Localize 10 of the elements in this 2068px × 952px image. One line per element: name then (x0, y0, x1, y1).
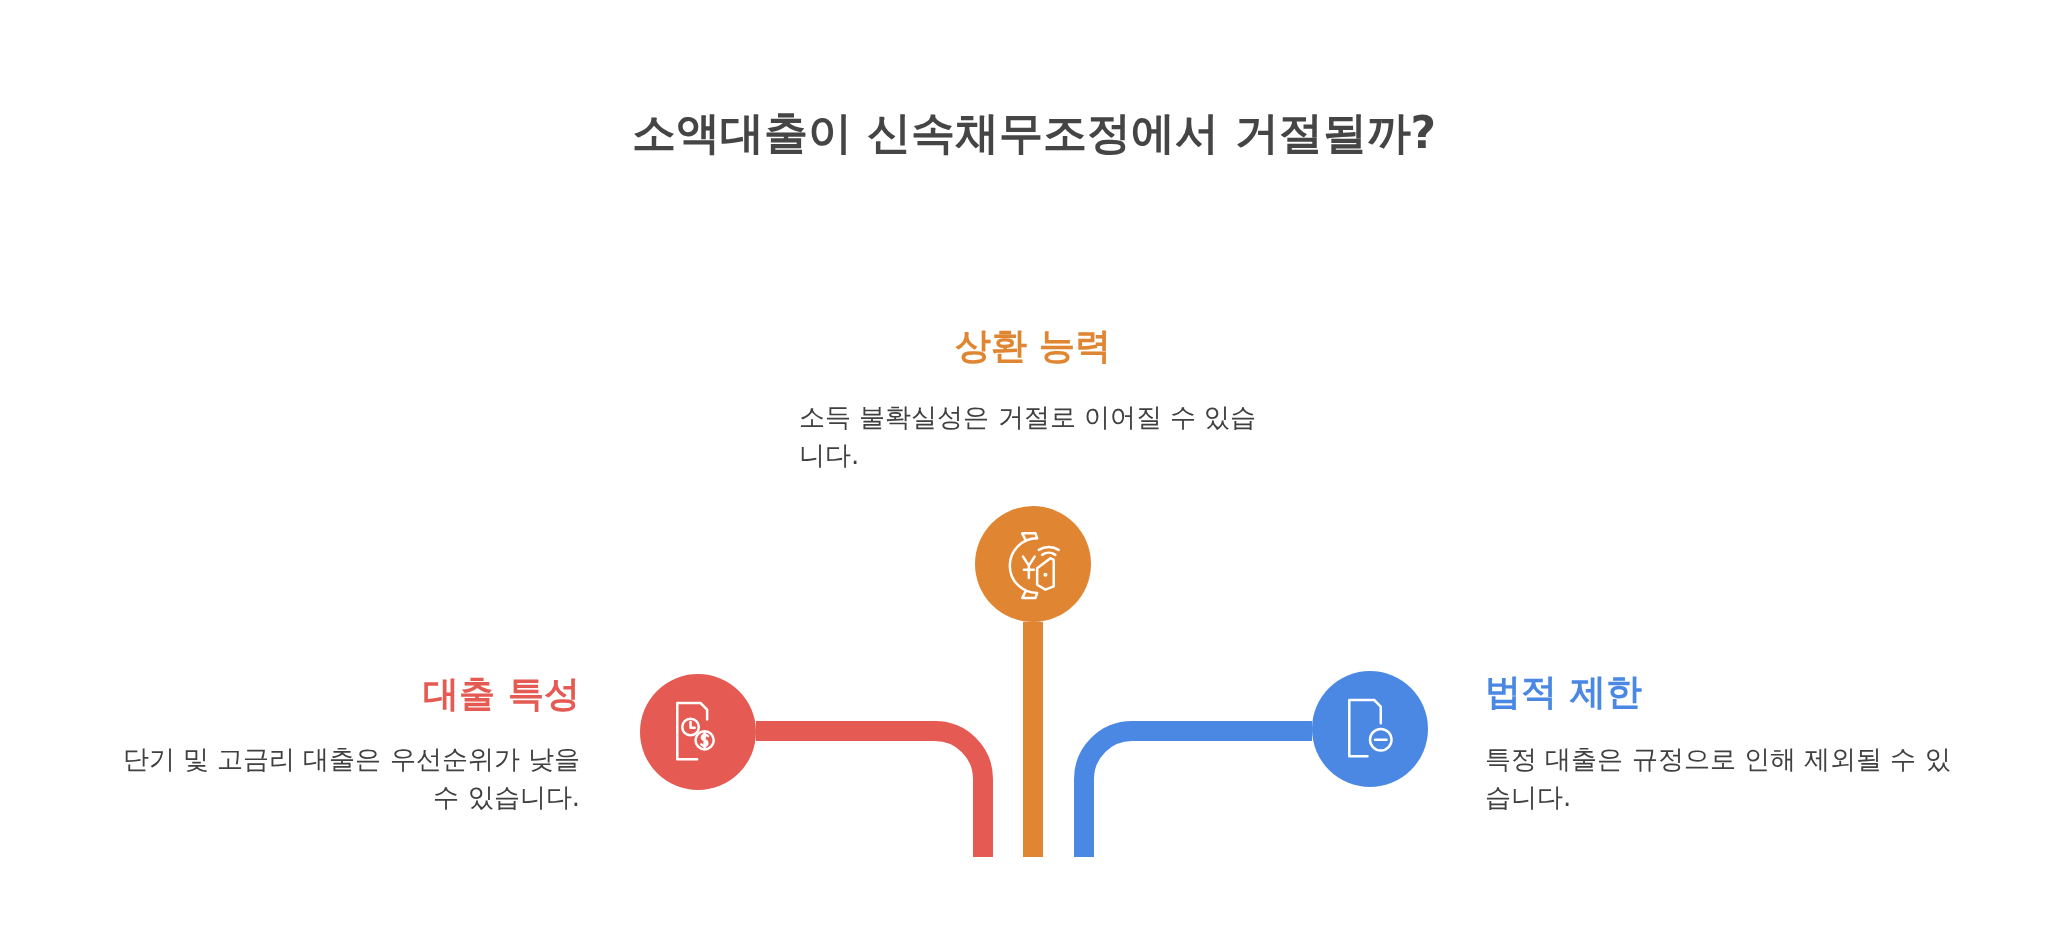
category-heading: 법적 제한 (1485, 670, 1643, 714)
category-heading: 대출 특성 (422, 672, 580, 716)
description-text: 소득 불확실성은 거절로 이어질 수 있습니다. (799, 401, 1258, 472)
title: 소액대출이 신속채무조정에서 거절될까? (630, 106, 1438, 160)
description-text: 특정 대출은 규정으로 인해 제외될 수 있습니다. (1485, 743, 1952, 814)
connector-line (756, 721, 993, 857)
connector-line (1074, 721, 1312, 857)
category-heading: 상환 능력 (953, 324, 1113, 368)
connector-line (1023, 622, 1043, 857)
description-text: 단기 및 고금리 대출은 우선순위가 낮을 수 있습니다. (121, 743, 580, 814)
